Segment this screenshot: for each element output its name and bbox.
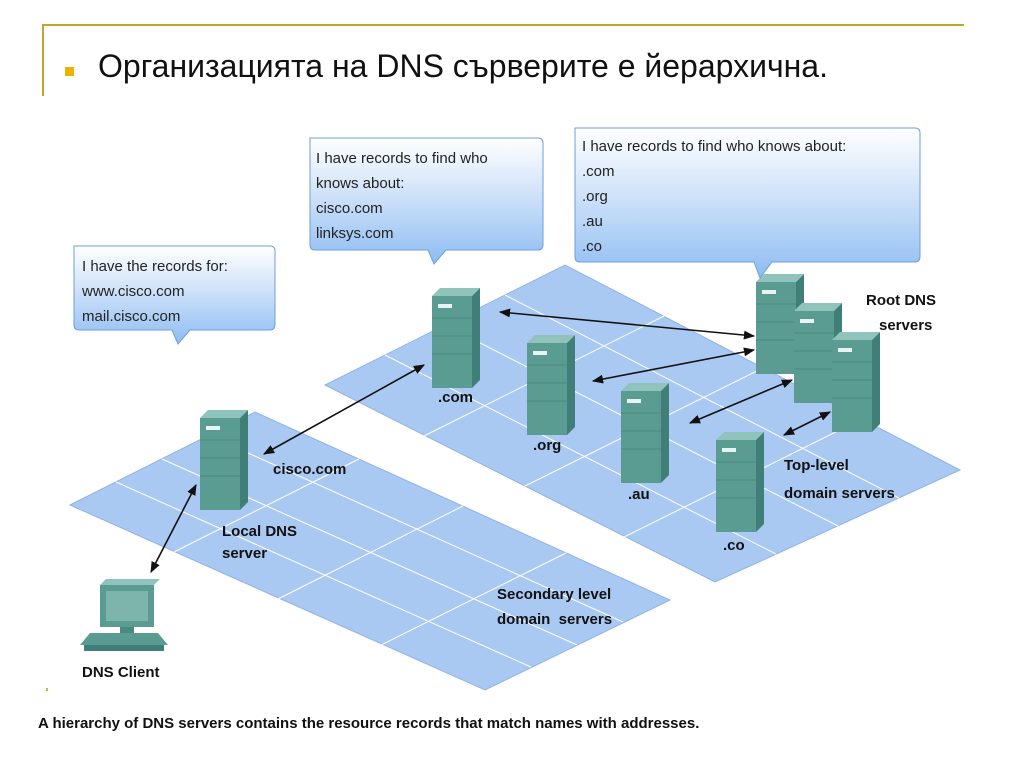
slide-heading: Организацията на DNS сърверите е йерархи… (98, 48, 828, 84)
local-dns-server-icon (199, 409, 249, 511)
bubble-line: linksys.com (316, 225, 394, 242)
com-label: .com (438, 389, 473, 406)
root-dns-label: Root DNS (866, 292, 936, 309)
au-server-icon (620, 382, 670, 484)
dns-client-label: DNS Client (82, 664, 160, 681)
bubble-line: I have records to find who knows about: (582, 138, 846, 155)
secondary-level-label: domain servers (497, 611, 612, 628)
bubble-line: cisco.com (316, 200, 383, 217)
bubble-line: I have the records for: (82, 258, 228, 275)
top-rule (42, 24, 964, 26)
org-label: .org (533, 437, 561, 454)
local-records-bubble: I have the records for: www.cisco.com ma… (73, 245, 276, 345)
com-server-icon (431, 287, 481, 389)
local-dns-label: Local DNS (222, 523, 297, 540)
tld-label: domain servers (784, 485, 895, 502)
bullet-marker (65, 67, 74, 76)
root-server-icon (831, 331, 881, 433)
tld-label: Top-level (784, 457, 849, 474)
side-rule (42, 24, 44, 96)
query-arrows (150, 308, 832, 573)
bubble-line: .co (582, 238, 602, 255)
au-label: .au (628, 486, 650, 503)
root-records-bubble: I have records to find who knows about: … (574, 127, 921, 280)
root-dns-label: servers (879, 317, 932, 334)
bubble-line: mail.cisco.com (82, 308, 180, 325)
co-server-icon (715, 431, 765, 533)
bubble-line: .com (582, 163, 615, 180)
cisco-label: cisco.com (273, 461, 346, 478)
bubble-line: I have records to find who (316, 150, 488, 167)
co-label: .co (723, 537, 745, 554)
bubble-line: .org (582, 188, 608, 205)
secondary-level-label: Secondary level (497, 586, 611, 603)
dns-client-computer-icon (80, 579, 168, 651)
local-dns-label: server (222, 545, 267, 562)
decor-dot (46, 688, 48, 691)
com-records-bubble: I have records to find who knows about: … (309, 137, 544, 265)
bubble-line: .au (582, 213, 603, 230)
bubble-line: www.cisco.com (81, 283, 185, 300)
bubble-line: knows about: (316, 175, 404, 192)
org-server-icon (526, 334, 576, 436)
figure-caption: A hierarchy of DNS servers contains the … (38, 715, 700, 732)
